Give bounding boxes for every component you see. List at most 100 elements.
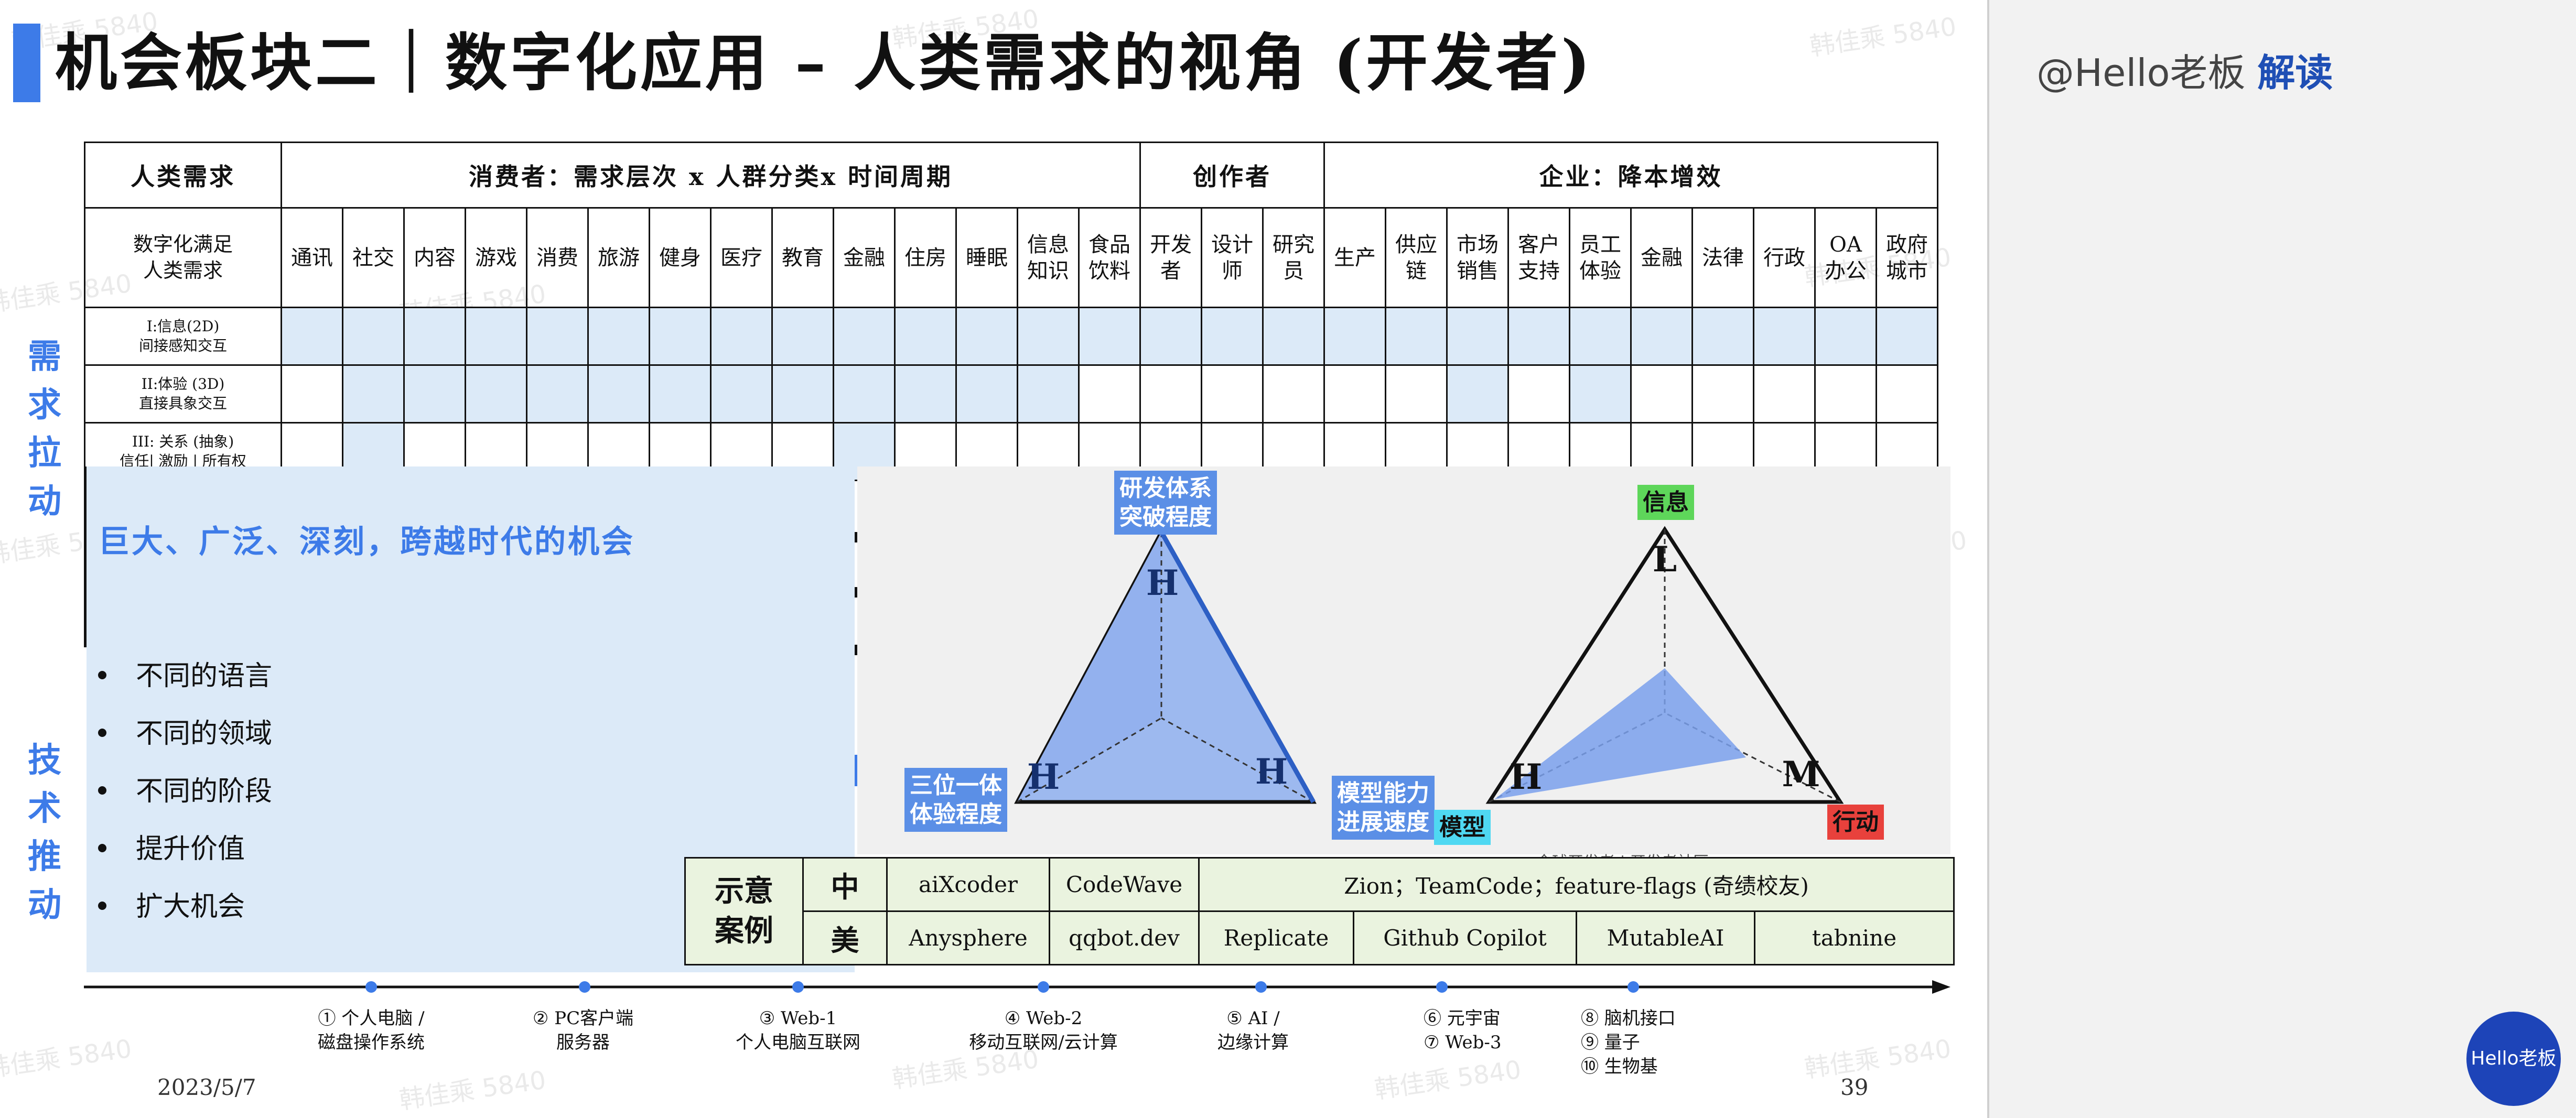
left-axis-line: [1161, 717, 1314, 803]
case-region-us: 美: [802, 910, 888, 965]
tag-rd-breakthrough: 研发体系突破程度: [1114, 471, 1217, 535]
column-header-4: 消费: [526, 207, 589, 308]
right-top-letter: L: [1653, 539, 1677, 580]
timeline-dot: [792, 981, 804, 993]
table-cell: [894, 307, 957, 366]
tag-text: 行动: [1833, 809, 1879, 835]
table-cell: [894, 364, 957, 424]
timeline-arrow-icon: [1932, 980, 1950, 994]
table-cell: [1507, 364, 1570, 424]
case-row-cn: 示意案例 中 aiXcoder CodeWave Zion；TeamCode；f…: [684, 857, 1955, 965]
column-header-11: 睡眠: [955, 207, 1018, 308]
column-header-23: 法律: [1691, 207, 1754, 308]
table-cell: [1201, 364, 1264, 424]
table-cell: [281, 364, 343, 424]
case-cell: CodeWave: [1049, 857, 1200, 912]
row-label: II:体验 (3D)直接具象交互: [84, 364, 282, 424]
table-cell: [1262, 307, 1325, 366]
case-table: 示意案例 中 aiXcoder CodeWave Zion；TeamCode；f…: [684, 857, 1955, 965]
milestone-line: ⑦ Web-3: [1424, 1032, 1502, 1053]
row-label-text: I:信息(2D)间接感知交互: [138, 318, 227, 354]
milestone-line: ④ Web-2: [1004, 1008, 1083, 1029]
table-cell: [771, 307, 834, 366]
needs-matrix-table: 人类需求 消费者：需求层次 x 人群分类x 时间周期 创作者 企业：降本增效 数…: [84, 142, 1938, 481]
list-item-text: 不同的语言: [136, 660, 273, 692]
table-cell: [1385, 364, 1448, 424]
opportunity-list: 不同的语言 不同的领域 不同的阶段 提升价值 扩大机会: [92, 647, 272, 936]
column-header-22: 金融: [1630, 207, 1693, 308]
table-cell: [1814, 364, 1877, 424]
watermark: 韩佳乘 5840: [0, 1034, 134, 1084]
milestone-line: ⑧ 脑机接口: [1581, 1008, 1676, 1029]
column-header-18: 供应链: [1385, 207, 1448, 308]
column-header-24: 行政: [1753, 207, 1816, 308]
list-item-text: 提升价值: [136, 833, 245, 865]
timeline-milestone: ③ Web-1 个人电脑互联网: [736, 1006, 860, 1055]
header-enterprise: 企业：降本增效: [1323, 142, 1938, 209]
watermark: 韩佳乘 5840: [1803, 1034, 1953, 1084]
watermark: 韩佳乘 5840: [1373, 1055, 1523, 1105]
left-left-letter: H: [1027, 756, 1060, 797]
right-triangle: [1485, 526, 1844, 804]
right-profile-area: [1494, 668, 1746, 799]
table-edge-line: [84, 466, 87, 647]
case-cell: MutableAI: [1576, 910, 1755, 965]
table-row: I:信息(2D)间接感知交互: [84, 307, 1938, 366]
case-cell: Anysphere: [886, 910, 1050, 965]
table-cell: [1630, 364, 1693, 424]
table-cell: [1262, 364, 1325, 424]
table-cell: [649, 307, 712, 366]
column-header-3: 游戏: [465, 207, 527, 308]
timeline-dot: [1255, 981, 1267, 993]
tech-push-label: 技术推动: [24, 736, 66, 929]
milestone-line: ⑥ 元宇宙: [1424, 1008, 1501, 1029]
table-edge-tick: [855, 587, 857, 598]
table-cell: [526, 307, 589, 366]
table-cell: [833, 307, 896, 366]
table-cell: [342, 364, 405, 424]
milestone-line: ③ Web-1: [759, 1008, 837, 1029]
table-cell: [1078, 307, 1141, 366]
timeline-milestone: ⑥ 元宇宙 ⑦ Web-3: [1424, 1006, 1501, 1055]
timeline-milestone: ② PC客户端服务器: [533, 1006, 633, 1055]
case-cell: tabnine: [1754, 910, 1955, 965]
column-header-16: 研究员: [1262, 207, 1325, 308]
column-header-5: 旅游: [587, 207, 650, 308]
tag-text: 信息: [1643, 489, 1689, 516]
column-header-26: 政府城市: [1876, 207, 1938, 308]
table-cell: [771, 364, 834, 424]
milestone-line: 个人电脑互联网: [736, 1032, 860, 1053]
column-header-6: 健身: [649, 207, 712, 308]
title-accent-bar: [13, 24, 40, 102]
footer-date: 2023/5/7: [157, 1074, 256, 1100]
table-cell: [1323, 364, 1386, 424]
bullet-icon: [98, 901, 106, 910]
row-label-text: III: 关系 (抽象)信任| 激励 | 所有权: [120, 433, 246, 470]
tag-action: 行动: [1827, 805, 1884, 840]
author-line: @Hello老板 解读: [2036, 42, 2333, 97]
hello-boss-badge[interactable]: Hello老板: [2466, 1012, 2561, 1106]
table-cell: [1078, 364, 1141, 424]
demand-pull-text: 需求拉动: [28, 337, 61, 521]
table-cell: [1323, 307, 1386, 366]
timeline-dot: [579, 981, 590, 993]
table-cell: [710, 364, 773, 424]
table-cell: [710, 307, 773, 366]
milestone-line: ⑨ 量子: [1581, 1032, 1640, 1053]
column-header-20: 客户支持: [1507, 207, 1570, 308]
table-cell: [1507, 307, 1570, 366]
milestone-line: ⑩ 生物基: [1581, 1056, 1658, 1077]
header-consumer: 消费者：需求层次 x 人群分类x 时间周期: [281, 142, 1141, 209]
tag-trinity-experience: 三位一体体验程度: [904, 768, 1007, 832]
corner-text: 数字化满足人类需求: [133, 233, 233, 282]
table-cell: [1876, 364, 1938, 424]
table-cell: [587, 364, 650, 424]
header-creator: 创作者: [1139, 142, 1325, 209]
table-cell: [526, 364, 589, 424]
table-cell: [403, 307, 466, 366]
column-header-9: 金融: [833, 207, 896, 308]
left-triangle-edge: [1159, 530, 1316, 804]
table-cell: [833, 364, 896, 424]
table-cell: [1385, 307, 1448, 366]
timeline-dot: [1038, 981, 1049, 993]
